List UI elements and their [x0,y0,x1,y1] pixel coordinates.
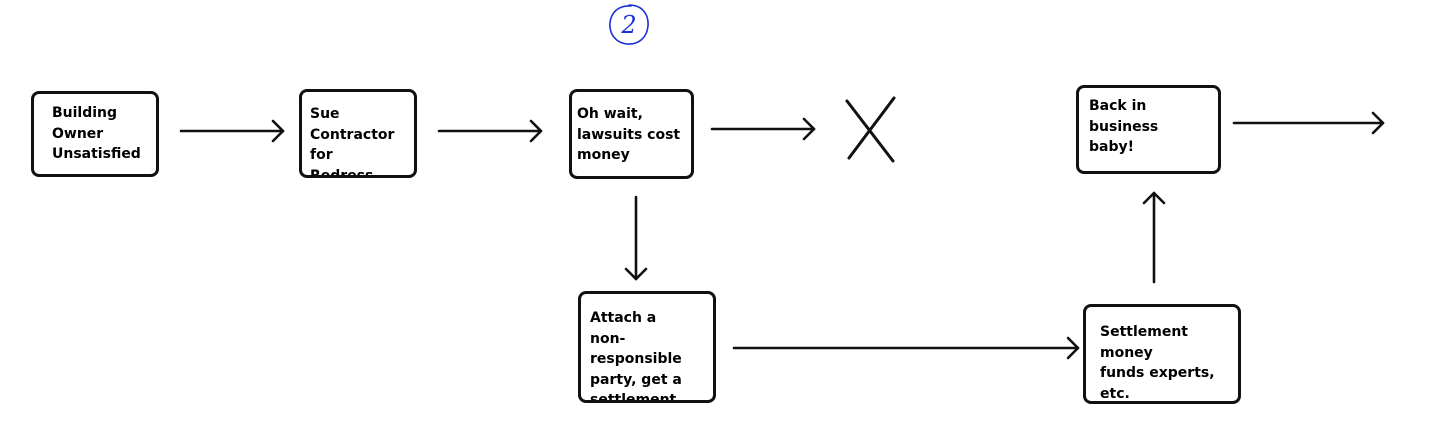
x-mark-icon [845,96,896,163]
arrow-sue-to-lawsuits [437,119,543,143]
arrow-attach-to-settlement [732,336,1080,360]
hand-drawn-circle [609,4,649,45]
arrow-lawsuits-to-attach [624,195,648,281]
node-back-in-business: Back in business baby! [1076,85,1221,174]
arrow-settlement-to-back-in-business [1142,191,1166,284]
node-attach-non-responsible-party: Attach a non-responsible party, get a se… [578,291,716,403]
node-settlement-funds-experts: Settlement money funds experts, etc. [1083,304,1241,404]
circled-number-text: 2 [621,11,637,39]
circled-number-annotation: 2 [606,2,652,48]
arrow-lawsuits-to-deadend [710,117,816,141]
node-building-owner-unsatisfied: Building Owner Unsatisfied [31,91,159,177]
arrow-back-in-business-out [1232,111,1385,135]
arrow-owner-to-sue [179,119,285,143]
node-sue-contractor: Sue Contractor for Redress [299,89,417,178]
node-lawsuits-cost-money: Oh wait, lawsuits cost money [569,89,694,179]
